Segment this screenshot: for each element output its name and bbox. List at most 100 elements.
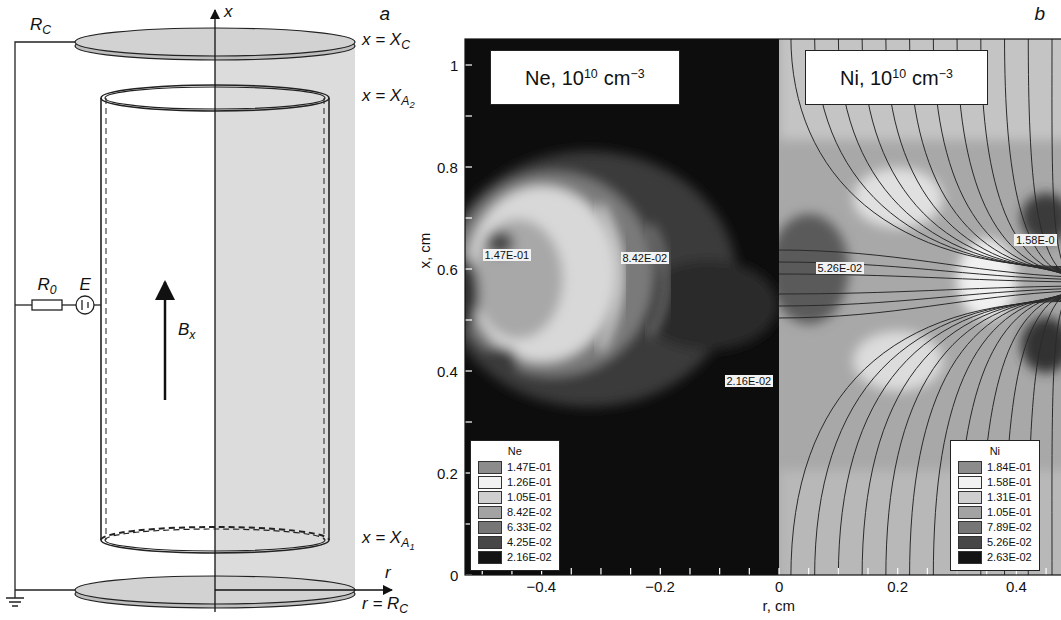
- tick-label: 0.2: [437, 465, 458, 482]
- legend-row: 1.05E-01: [958, 505, 1032, 520]
- contour-value: 8.42E-02: [623, 252, 668, 264]
- legend-swatch: [478, 536, 502, 549]
- subscript: A: [401, 536, 409, 550]
- contour-value: 1.58E-0: [1014, 234, 1057, 247]
- field-line: [933, 39, 1061, 274]
- field-line: [815, 300, 1061, 575]
- panel-letter: a: [380, 3, 391, 24]
- contour-region: [473, 219, 563, 339]
- resistor-symbol: [32, 300, 62, 310]
- tick-mark: [867, 568, 868, 575]
- contour-ridge: [650, 225, 666, 335]
- tick-label: 0.4: [1006, 578, 1027, 595]
- tick-mark: [465, 64, 472, 65]
- subscript: C: [42, 23, 51, 37]
- legend-value: 1.84E-01: [987, 461, 1032, 474]
- contour-region: [467, 186, 617, 362]
- legend-value: 6.33E-02: [507, 521, 552, 534]
- tick-mark: [465, 268, 472, 269]
- source-symbol: [87, 302, 88, 308]
- tick-label: 1: [450, 57, 458, 74]
- symbol-label: E: [80, 275, 91, 295]
- tick-label: 0.2: [887, 578, 908, 595]
- field-line: [910, 295, 1061, 575]
- subscript: C: [401, 38, 410, 52]
- axis-label: r: [385, 563, 391, 583]
- x-axis: [214, 10, 215, 612]
- field-label: Bx: [178, 320, 195, 340]
- title-text: cm: [912, 67, 939, 89]
- tick-label: −0.4: [527, 578, 557, 595]
- tick-label: 0: [450, 567, 458, 584]
- r-axis: [215, 589, 392, 590]
- tick-mark: [927, 568, 928, 575]
- tick-mark: [630, 568, 631, 575]
- tick-label: 0: [775, 578, 783, 595]
- axis-label: x: [224, 2, 233, 21]
- position-label: x = XA2: [362, 86, 415, 106]
- legend-value: 1.47E-01: [507, 461, 552, 474]
- field-line: [779, 291, 1061, 318]
- domain-shading: [215, 42, 355, 590]
- ni-density-map: [779, 39, 1061, 575]
- field-line: [791, 301, 1061, 575]
- title-text: 10: [584, 67, 598, 81]
- contour-value: 1.58E-0: [1016, 234, 1055, 246]
- contour-region: [638, 260, 778, 350]
- tick-label: 0: [450, 567, 458, 584]
- legend-row: 5.26E-02: [958, 535, 1032, 550]
- axis-title: r, cm: [763, 597, 796, 614]
- axis-title: r, cm: [763, 597, 796, 614]
- legend-swatch: [478, 521, 502, 534]
- tick-label: 0: [775, 578, 783, 595]
- tick-label: 0.8: [437, 159, 458, 176]
- position-label: x = X: [362, 528, 401, 547]
- subscript: A: [401, 94, 409, 108]
- wire: [15, 304, 32, 305]
- ground-symbol: [12, 605, 18, 607]
- legend-box: Ne1.47E-011.26E-011.05E-018.42E-026.33E-…: [470, 440, 560, 571]
- legend-value: 1.05E-01: [507, 491, 552, 504]
- legend-swatch: [958, 461, 982, 474]
- ne-density-map: [465, 39, 779, 575]
- tick-label: 0.4: [437, 363, 458, 380]
- legend-value: 2.16E-02: [507, 551, 552, 564]
- legend-row: 1.47E-01: [478, 460, 552, 475]
- tick-mark: [465, 166, 472, 167]
- map-title-box: Ni, 1010cm−3: [805, 50, 988, 105]
- tick-mark: [838, 568, 839, 575]
- tick-mark: [660, 568, 661, 575]
- tick-mark: [897, 568, 898, 575]
- tick-mark: [465, 217, 472, 218]
- position-label: r = RC: [362, 594, 408, 614]
- tick-label: 0.4: [1006, 578, 1027, 595]
- legend-row: 1.05E-01: [478, 490, 552, 505]
- source-symbol: [81, 300, 82, 310]
- wire: [62, 304, 76, 305]
- contour-region: [465, 172, 654, 376]
- legend-swatch: [958, 551, 982, 564]
- legend-swatch: [958, 506, 982, 519]
- legend-value: 1.26E-01: [507, 476, 552, 489]
- subscript: C: [399, 602, 408, 616]
- field-line: [981, 292, 1061, 575]
- symbol-label: R: [30, 15, 42, 34]
- wire: [15, 42, 75, 598]
- legend-heading: Ni: [958, 445, 1032, 458]
- symbol-label: R0: [38, 275, 57, 295]
- apparatus-sketch: [6, 10, 392, 612]
- legend-value: 2.63E-02: [987, 551, 1032, 564]
- tick-mark: [465, 421, 472, 422]
- title-text: cm: [604, 67, 631, 89]
- subscript: x: [189, 328, 195, 342]
- legend-row: 4.25E-02: [478, 535, 552, 550]
- legend-value: 4.25E-02: [507, 536, 552, 549]
- tick-label: 0.6: [437, 261, 458, 278]
- tick-marks: [465, 65, 1046, 575]
- axis-title: x, cm: [416, 232, 433, 268]
- field-line: [981, 39, 1061, 276]
- axis-title: x, cm: [416, 232, 433, 268]
- legend-value: 1.05E-01: [987, 506, 1032, 519]
- contour-value: 8.42E-02: [621, 252, 670, 265]
- contour-region: [779, 39, 1061, 140]
